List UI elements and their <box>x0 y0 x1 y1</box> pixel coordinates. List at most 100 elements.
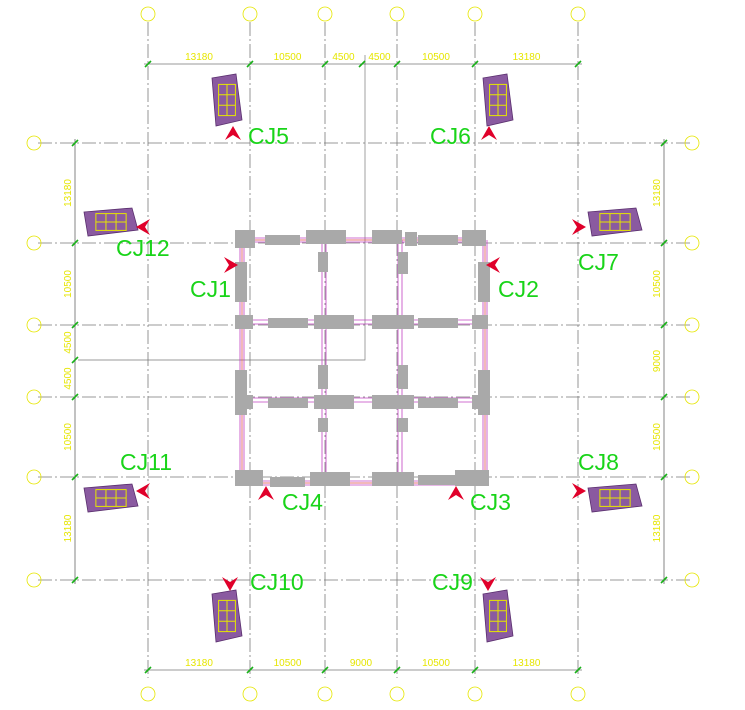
wall-segment <box>478 262 490 302</box>
dimension-tick <box>71 139 79 147</box>
wall-segment <box>398 418 408 432</box>
marker-label-cj11: CJ11 <box>120 449 172 475</box>
axis-bubble <box>389 686 405 702</box>
axis-bubble <box>26 135 42 151</box>
wall-segment <box>235 470 263 486</box>
dimension-text: 10500 <box>652 423 663 451</box>
axis-bubble <box>684 135 700 151</box>
marker-label-cj2: CJ2 <box>498 276 539 302</box>
dimension-text: 13180 <box>652 179 663 207</box>
axis-bubble <box>26 317 42 333</box>
equipment-block <box>482 73 514 127</box>
wall-segment <box>314 395 354 409</box>
dimension-text: 10500 <box>63 270 74 298</box>
axis-bubble <box>242 6 258 22</box>
dimension-tick <box>660 321 668 329</box>
dimension-tick <box>144 666 152 674</box>
wall-segment <box>372 315 414 329</box>
dimension-tick <box>71 239 79 247</box>
marker-label-cj1: CJ1 <box>190 276 231 302</box>
wall-segment <box>462 230 486 246</box>
axis-bubble <box>684 235 700 251</box>
equipment-block <box>482 589 514 643</box>
axis-bubble <box>26 469 42 485</box>
axis-bubble <box>26 572 42 588</box>
equipment-block <box>587 483 643 513</box>
dimension-tick <box>660 239 668 247</box>
dimension-text: 10500 <box>63 423 74 451</box>
equipment-block <box>83 483 139 513</box>
dimension-tick <box>660 473 668 481</box>
axis-bubble <box>317 686 333 702</box>
marker-label-cj3: CJ3 <box>470 489 511 515</box>
wall-segment <box>418 475 458 485</box>
wall-segment <box>472 315 488 329</box>
dimension-tick <box>144 60 152 68</box>
marker-arrow <box>224 257 238 273</box>
marker-arrow <box>136 483 150 499</box>
dimension-tick <box>471 666 479 674</box>
wall-segment <box>235 262 247 302</box>
wall-segment <box>418 398 458 408</box>
wall-segment <box>372 395 414 409</box>
wall-segment <box>372 230 402 244</box>
wall-segment <box>235 395 253 409</box>
dimension-text: 10500 <box>422 658 450 669</box>
axis-bubble <box>389 6 405 22</box>
axis-bubble <box>140 6 156 22</box>
marker-arrow <box>486 257 500 273</box>
dimension-tick <box>246 60 254 68</box>
wall-segment <box>235 315 253 329</box>
wall-segment <box>455 470 489 486</box>
axis-bubble <box>317 6 333 22</box>
equipment-block <box>83 207 139 237</box>
marker-arrow <box>481 126 497 140</box>
axis-grid <box>26 6 700 702</box>
marker-arrow <box>572 219 586 235</box>
marker-arrow <box>572 483 586 499</box>
wall-segment <box>405 232 417 246</box>
core-outline <box>241 239 486 484</box>
axis-bubble <box>26 235 42 251</box>
marker-arrow <box>258 486 274 500</box>
dimension-text: 10500 <box>422 52 450 63</box>
dimension-tick <box>393 60 401 68</box>
axis-bubble <box>140 686 156 702</box>
dimension-text: 13180 <box>63 179 74 207</box>
dimension-tick <box>358 60 366 68</box>
marker-label-cj12: CJ12 <box>116 235 170 261</box>
axis-bubble <box>570 686 586 702</box>
marker-arrow <box>222 577 238 591</box>
leader-line <box>78 55 366 361</box>
dimension-text: 10500 <box>274 658 302 669</box>
wall-segment <box>372 472 414 486</box>
dimension-text: 4500 <box>63 331 74 354</box>
dimension-tick <box>660 393 668 401</box>
dimension-tick <box>71 576 79 584</box>
dimension-text: 10500 <box>652 270 663 298</box>
marker-arrow <box>136 219 150 235</box>
dimension-tick <box>321 666 329 674</box>
wall-segment <box>418 235 458 245</box>
dimension-tick <box>660 139 668 147</box>
dimension-tick <box>471 60 479 68</box>
wall-segment <box>398 365 408 389</box>
axis-bubble <box>467 686 483 702</box>
marker-arrow <box>225 126 241 140</box>
dimension-tick <box>393 666 401 674</box>
wall-segment <box>398 252 408 274</box>
marker-label-cj4: CJ4 <box>282 489 323 515</box>
axis-bubble <box>684 317 700 333</box>
wall-segment <box>318 252 328 272</box>
equipment-blocks <box>83 73 643 643</box>
axis-bubble <box>242 686 258 702</box>
dimension-text: 13180 <box>63 514 74 542</box>
dimension-text: 13180 <box>185 658 213 669</box>
wall-segment <box>270 477 305 487</box>
dimension-tick <box>660 576 668 584</box>
core-structure <box>235 230 490 487</box>
axis-bubble <box>26 389 42 405</box>
dimension-text: 4500 <box>368 52 391 63</box>
